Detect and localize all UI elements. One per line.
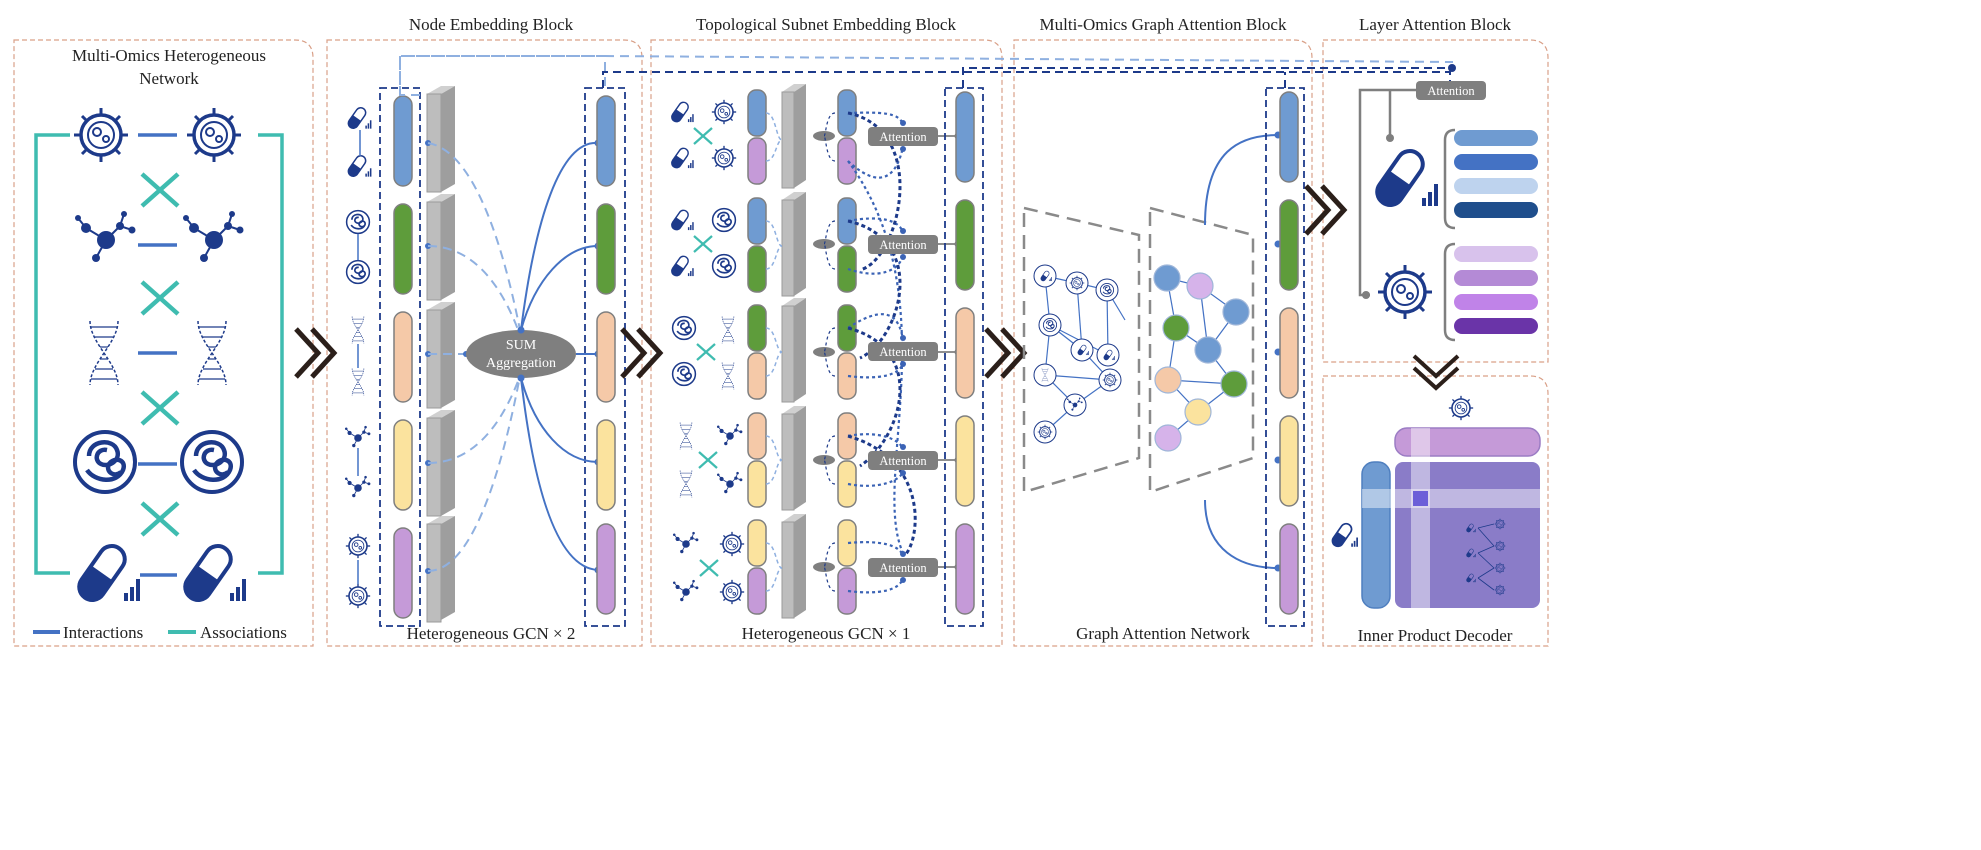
attention-node-4: Attention xyxy=(868,451,938,470)
feature-bar-drug xyxy=(393,95,413,187)
virus-icon xyxy=(719,579,745,605)
sum-label-line1: SUM xyxy=(506,338,537,353)
node-embedding-block: SUM Aggregation Heterogeneous GCN × 2 xyxy=(344,55,626,643)
virus-icon xyxy=(711,145,737,171)
layer-weight-bar xyxy=(1454,130,1538,146)
graph-node-microbe xyxy=(1154,424,1182,452)
attention-label: Attention xyxy=(879,130,927,144)
embedding-bar-microbe xyxy=(596,523,616,615)
attention-node-5: Attention xyxy=(868,558,938,577)
attention-label: Attention xyxy=(879,238,927,252)
graph-node-drug xyxy=(1194,336,1222,364)
node-embedding-footer: Heterogeneous GCN × 2 xyxy=(407,624,576,643)
virus-icon xyxy=(72,106,130,164)
attention-label: Attention xyxy=(879,561,927,575)
gat-panel xyxy=(1013,39,1313,647)
feature-bar-disease xyxy=(393,203,413,295)
gcn-layer-stack xyxy=(426,86,455,623)
layer-attention-block: Attention xyxy=(1358,64,1538,342)
sum-aggregation-node xyxy=(466,330,576,378)
input-feature-box xyxy=(379,87,421,627)
network-title-line2: Network xyxy=(139,69,199,88)
subnet-title: Topological Subnet Embedding Block xyxy=(696,15,956,34)
layer-attention-node xyxy=(1416,81,1486,100)
gat-output-box xyxy=(1265,87,1305,627)
embedding-bar-drug xyxy=(596,95,616,187)
association-bracket-right xyxy=(258,133,284,575)
virus-icon xyxy=(1376,263,1434,321)
decoder-col-vector xyxy=(1361,461,1391,609)
virus-icon xyxy=(711,99,737,125)
graph-node-drug xyxy=(1153,264,1181,292)
embedding-bar-disease xyxy=(596,203,616,295)
gat-title: Multi-Omics Graph Attention Block xyxy=(1040,15,1287,34)
decoder-row-vector xyxy=(1394,427,1541,457)
graph-plane-left xyxy=(1022,206,1141,494)
graph-node-molecule xyxy=(1184,398,1212,426)
layer-weight-bar xyxy=(1454,202,1538,218)
attention-node-2: Attention xyxy=(868,235,938,254)
graph-node-drug xyxy=(1222,298,1250,326)
subnet-output-box xyxy=(944,87,984,627)
feature-bar-microbe xyxy=(393,527,413,619)
layer-weight-bar xyxy=(1454,270,1538,286)
sum-label-line2: Aggregation xyxy=(486,356,556,371)
virus-icon xyxy=(185,106,243,164)
model-architecture-diagram: Multi-Omics Heterogeneous Network Node E… xyxy=(13,15,1549,647)
layer-attention-title: Layer Attention Block xyxy=(1359,15,1512,34)
decoder-score-cell xyxy=(1413,491,1428,506)
subnet-embedding-block: Attention Attention Attention Attention … xyxy=(669,84,984,643)
decoder-block: Inner Product Decoder xyxy=(1329,395,1541,645)
graph-node-microbe xyxy=(1186,272,1214,300)
output-embedding-box xyxy=(584,87,626,627)
subnet-footer: Heterogeneous GCN × 1 xyxy=(742,624,911,643)
graph-node-gene xyxy=(1154,366,1182,394)
virus-icon xyxy=(719,531,745,557)
gat-footer: Graph Attention Network xyxy=(1076,624,1250,643)
legend-associations-label: Associations xyxy=(200,623,287,642)
layer-weight-bar xyxy=(1454,178,1538,194)
layer-weight-bar xyxy=(1454,154,1538,170)
network-panel xyxy=(13,39,314,647)
virus-icon xyxy=(345,583,371,609)
association-bracket-left xyxy=(34,133,70,575)
network-title-line1: Multi-Omics Heterogeneous xyxy=(72,46,266,65)
feature-bar-molecule xyxy=(393,419,413,511)
embedding-bar-molecule xyxy=(596,419,616,511)
layer-weight-bar xyxy=(1454,294,1538,310)
graph-plane-right xyxy=(1148,206,1255,494)
legend-interactions-label: Interactions xyxy=(63,623,143,642)
layer-weight-bar xyxy=(1454,318,1538,334)
attention-label: Attention xyxy=(879,454,927,468)
graph-node-disease xyxy=(1220,370,1248,398)
feature-bar-gene xyxy=(393,311,413,403)
node-embedding-title: Node Embedding Block xyxy=(409,15,574,34)
layer-attention-label: Attention xyxy=(1427,84,1475,98)
gat-block: Graph Attention Network xyxy=(1022,87,1305,643)
attention-node-3: Attention xyxy=(868,342,938,361)
graph-node-disease xyxy=(1162,314,1190,342)
layer-weight-bar xyxy=(1454,246,1538,262)
omics-network: Interactions Associations xyxy=(33,106,287,642)
attention-label: Attention xyxy=(879,345,927,359)
attention-node-1: Attention xyxy=(868,127,938,146)
virus-icon xyxy=(1448,395,1474,421)
embedding-bar-gene xyxy=(596,311,616,403)
decoder-title: Inner Product Decoder xyxy=(1358,626,1513,645)
virus-icon xyxy=(345,533,371,559)
